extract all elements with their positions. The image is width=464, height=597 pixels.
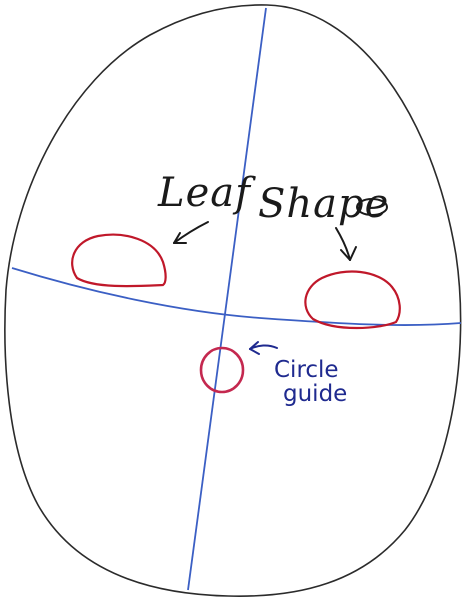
left-eye-leaf-shape [71,233,167,288]
circle-guide-label-line1: Circle [274,357,339,383]
arrow-icon [249,341,278,355]
vertical-guide-line [187,7,267,591]
circle-guide [199,346,245,394]
leaf-label: Leaf [157,170,256,216]
arrow-icon [173,221,209,244]
circle-guide-label-line2: guide [283,381,347,407]
head-outline [4,4,462,597]
oval-icon [356,198,388,216]
right-eye-leaf-shape [304,270,401,330]
horizontal-guide-line [11,267,462,326]
arrow-icon [335,227,357,261]
shape-label: Shape [258,181,389,227]
